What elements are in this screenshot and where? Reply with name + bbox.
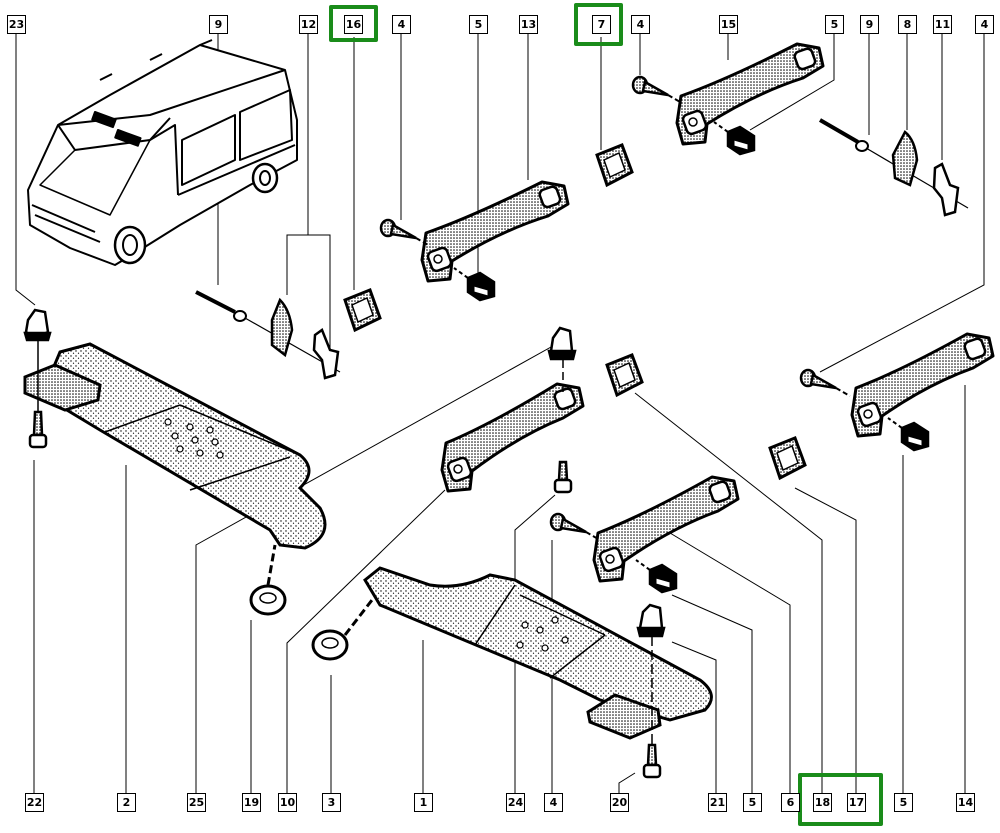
highlight-box-16 [329, 5, 378, 42]
callout-3[interactable]: 3 [322, 793, 341, 812]
callout-1[interactable]: 1 [414, 793, 433, 812]
screw-24 [553, 460, 573, 494]
callout-8[interactable]: 8 [898, 15, 917, 34]
callout-24[interactable]: 24 [506, 793, 525, 812]
leader-12b [308, 234, 331, 370]
visor-clip-23 [23, 308, 52, 342]
callout-4[interactable]: 4 [631, 15, 650, 34]
callout-23[interactable]: 23 [7, 15, 26, 34]
grab-handles [420, 42, 995, 583]
callout-11[interactable]: 11 [933, 15, 952, 34]
grab-handle-13 [420, 180, 570, 283]
callout-19[interactable]: 19 [242, 793, 261, 812]
callout-4[interactable]: 4 [975, 15, 994, 34]
leader-18 [634, 392, 823, 795]
leader-23 [15, 30, 36, 306]
leader-24 [514, 494, 556, 795]
callout-7[interactable]: 7 [592, 15, 611, 34]
leader-6 [669, 532, 791, 795]
clip-5 [713, 121, 756, 156]
highlight-box-18-17 [798, 773, 883, 826]
hinge-bracket-12 [270, 297, 340, 380]
callout-5[interactable]: 5 [469, 15, 488, 34]
leader-25 [195, 341, 561, 795]
callout-17[interactable]: 17 [847, 793, 866, 812]
callout-13[interactable]: 13 [519, 15, 538, 34]
leader-5c [671, 594, 753, 795]
clip-5 [453, 267, 496, 302]
callout-15[interactable]: 15 [719, 15, 738, 34]
clip-5 [887, 417, 930, 452]
callout-5[interactable]: 5 [894, 793, 913, 812]
leader-20 [618, 772, 636, 795]
callout-4[interactable]: 4 [544, 793, 563, 812]
fasteners [379, 75, 930, 594]
callout-14[interactable]: 14 [956, 793, 975, 812]
cover-cap-18 [605, 353, 644, 398]
callout-6[interactable]: 6 [781, 793, 800, 812]
callout-12[interactable]: 12 [299, 15, 318, 34]
callout-10[interactable]: 10 [278, 793, 297, 812]
visor-support-19 [249, 584, 287, 616]
grab-handle-6 [592, 475, 740, 583]
sun-visor-left [23, 342, 327, 550]
visor-screw-20 [642, 743, 662, 779]
leader-17 [794, 487, 857, 795]
grab-handle-10 [440, 382, 585, 493]
callout-9[interactable]: 9 [860, 15, 879, 34]
callout-21[interactable]: 21 [708, 793, 727, 812]
clip-25 [547, 326, 577, 361]
cover-cap-17 [768, 436, 807, 481]
screw-4 [549, 512, 601, 541]
visor-clip-21 [636, 603, 666, 638]
highlight-box-7 [574, 3, 623, 46]
rivet-9-right [818, 118, 869, 152]
callout-25[interactable]: 25 [187, 793, 206, 812]
hinge-bracket-11 [932, 162, 960, 217]
leader-5b [749, 30, 835, 131]
screw-4 [379, 218, 431, 247]
callout-16[interactable]: 16 [344, 15, 363, 34]
visor-screw-22 [28, 410, 48, 449]
callout-22[interactable]: 22 [25, 793, 44, 812]
leader-12a [286, 30, 309, 295]
visor-support-3 [311, 629, 349, 661]
van-illustration [27, 39, 298, 266]
callout-5[interactable]: 5 [743, 793, 762, 812]
cover-cap-7 [595, 143, 634, 188]
hinge-bracket-8 [891, 130, 919, 187]
leader-21 [671, 641, 717, 795]
rivet-9-left [195, 290, 247, 322]
leader-10 [286, 489, 446, 795]
screw-4 [799, 368, 851, 397]
callout-4[interactable]: 4 [392, 15, 411, 34]
leader-4c [819, 30, 985, 373]
callout-9[interactable]: 9 [209, 15, 228, 34]
grab-handle-15 [675, 42, 825, 146]
cover-cap-16 [343, 288, 382, 333]
callout-2[interactable]: 2 [117, 793, 136, 812]
clip-5 [635, 559, 678, 594]
screw-4 [631, 75, 683, 104]
callout-5[interactable]: 5 [825, 15, 844, 34]
callout-18[interactable]: 18 [813, 793, 832, 812]
grab-handle-14 [850, 332, 995, 438]
sun-visor-right [363, 566, 713, 740]
callout-20[interactable]: 20 [610, 793, 629, 812]
